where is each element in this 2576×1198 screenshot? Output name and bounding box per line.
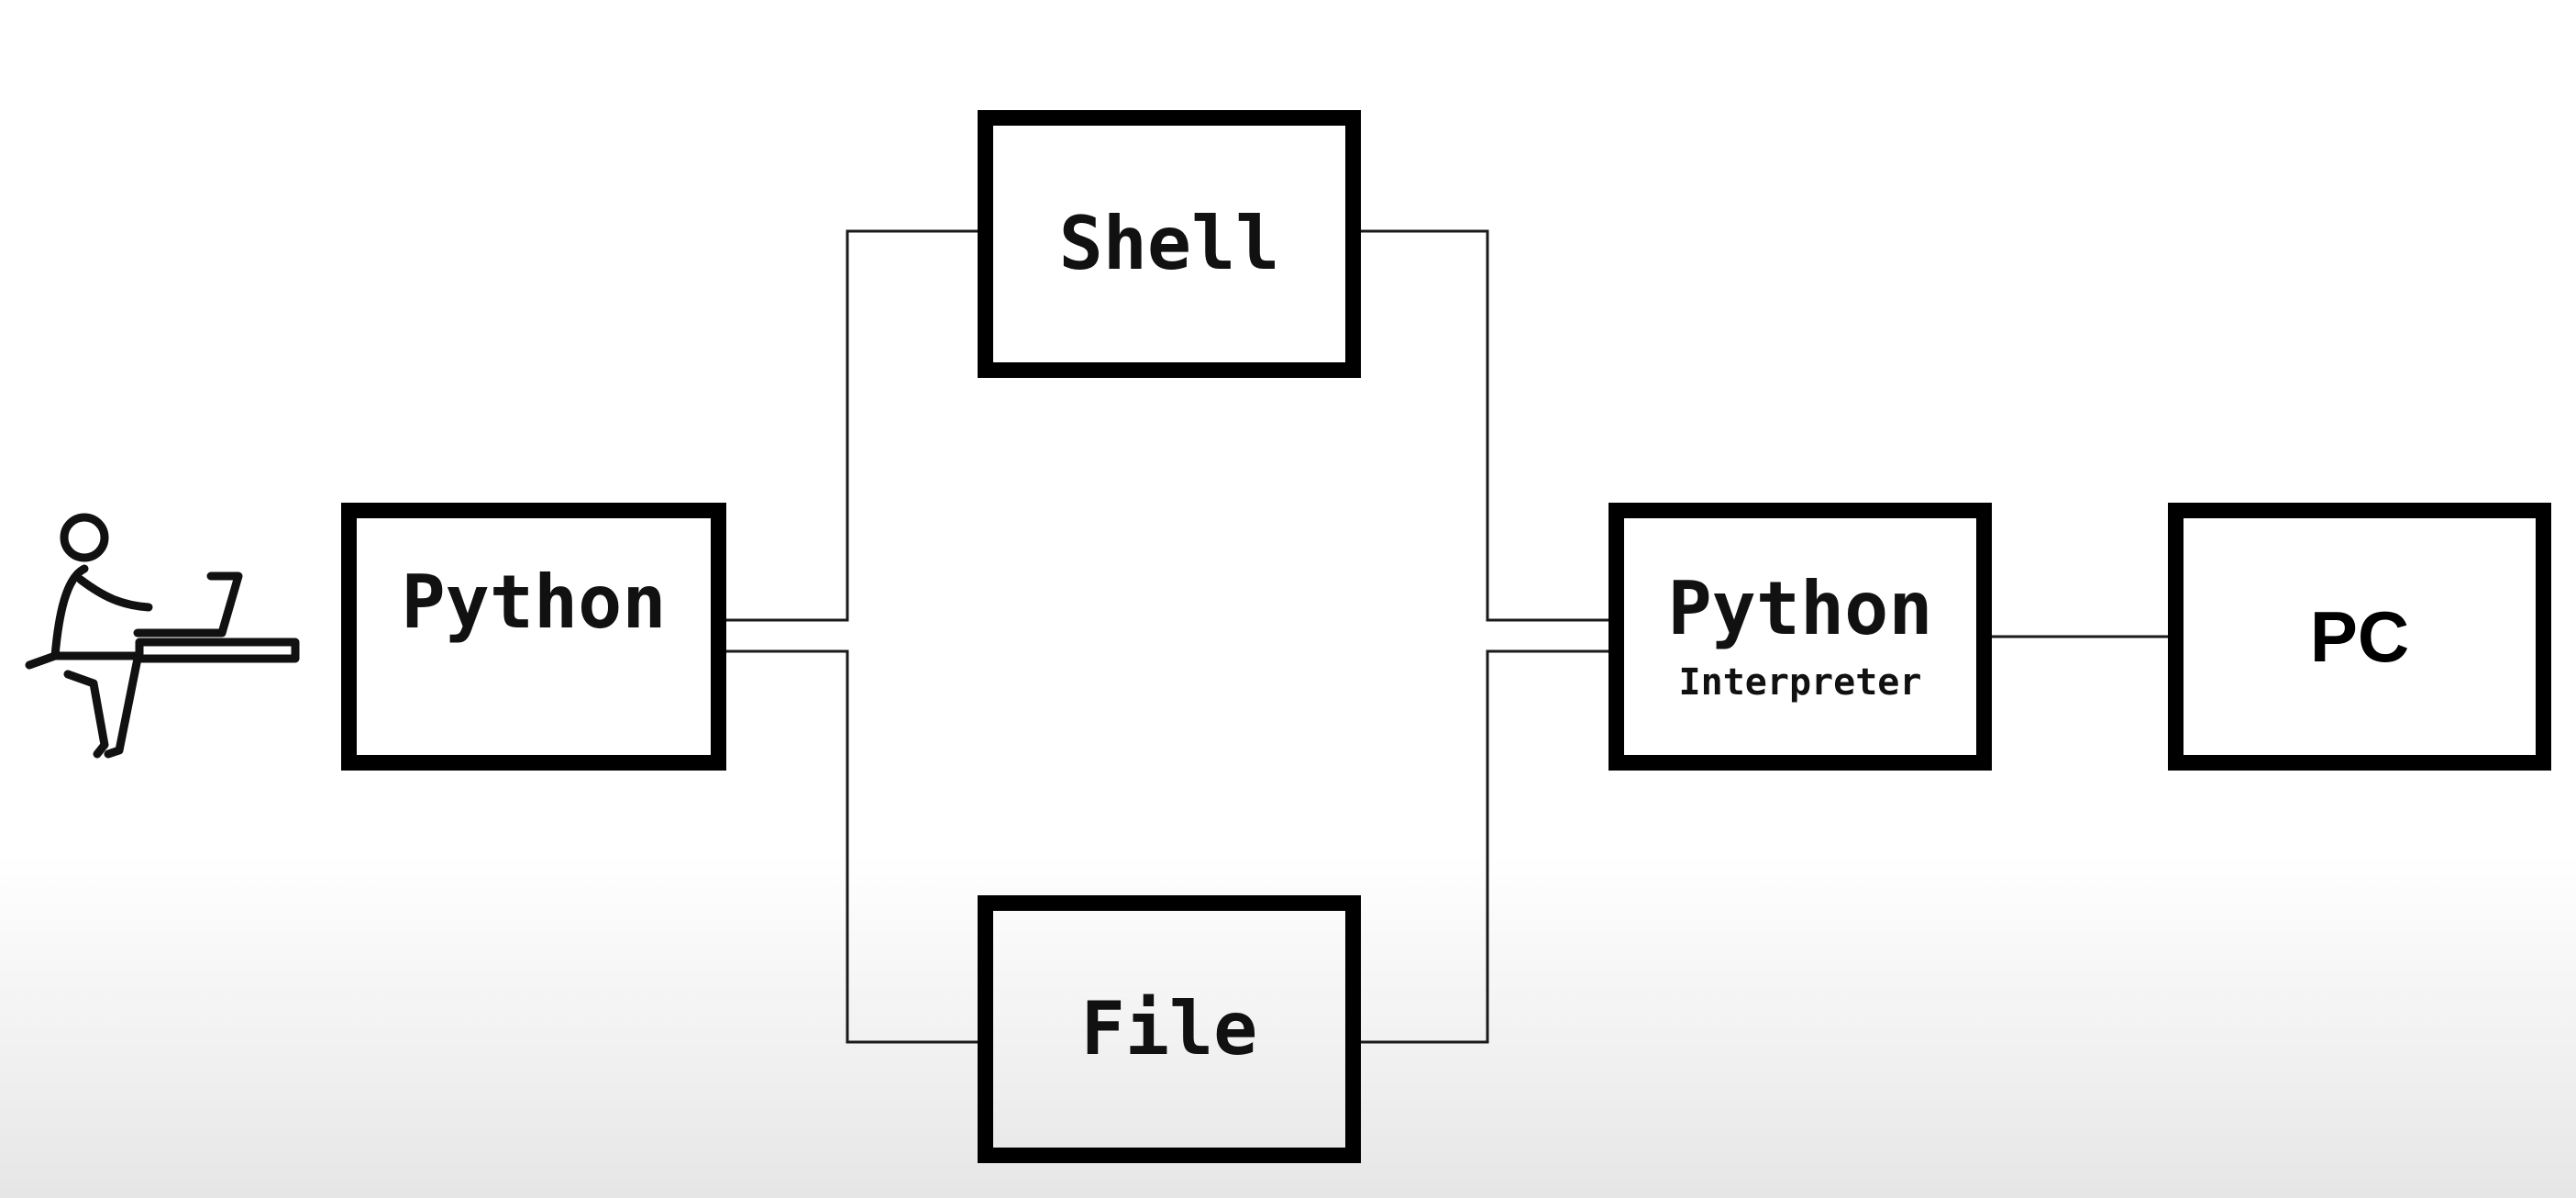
file-node: File (978, 895, 1361, 1163)
edge-shell-interpreter (1361, 229, 1609, 622)
pc-node: PC (2168, 503, 2551, 771)
shell-node-label: Shell (1058, 201, 1280, 286)
file-node-label: File (1080, 986, 1258, 1071)
shell-node: Shell (978, 110, 1361, 378)
python-node-label: Python (401, 560, 667, 645)
python-interpreter-node-sublabel: Interpreter (1678, 661, 1922, 704)
edge-file-interpreter (1361, 649, 1609, 1044)
pc-node-label: PC (2309, 596, 2410, 677)
python-interpreter-node: Python Interpreter (1609, 503, 1992, 771)
edge-python-shell (726, 229, 978, 622)
python-interpreter-node-label: Python (1667, 566, 1933, 651)
edge-python-file (726, 649, 978, 1044)
person-at-laptop-icon (25, 513, 300, 759)
python-node: Python (341, 503, 726, 771)
